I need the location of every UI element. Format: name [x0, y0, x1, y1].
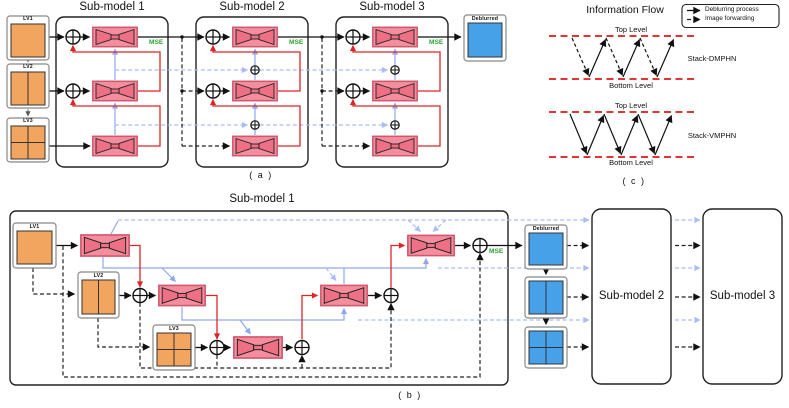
input-patch-lv1-a [6, 15, 50, 61]
panel-a-submodel-1-title: Sub-model 1 [79, 1, 145, 13]
deblurred-label-b: Deblurred [532, 225, 560, 232]
stack-vmphn-label: Stack-VMPHN [687, 130, 737, 140]
output-patch-level2-b [524, 276, 568, 319]
input-patch-lv1-b [12, 222, 57, 269]
submodel-1-box-b [9, 210, 509, 386]
caption-c: ( c ) [622, 176, 646, 186]
lv1-label-a: LV1 [23, 16, 33, 22]
input-patch-lv2-b [77, 271, 120, 319]
dmphn-top-level-label: Top Level [614, 24, 648, 34]
output-patch-level3-b [524, 326, 568, 369]
deblurring-lines-a [49, 33, 462, 150]
panel-b-submodel-2-label: Sub-model 2 [598, 290, 665, 302]
output-patch-deblurred-a [463, 14, 507, 62]
image-forwarding-lines-a [25, 35, 371, 150]
stack-dmphn-label: Stack-DMPHN [687, 53, 737, 63]
stack-vmphn-zigzag [569, 113, 673, 156]
lv2-label-a: LV2 [23, 64, 33, 70]
legend-deblurring-label: Deblurring process [705, 6, 759, 13]
legend-forwarding-label: Image forwarding [705, 15, 755, 22]
mse-label-a3: MSE [429, 38, 444, 46]
lv1-label-b: LV1 [29, 223, 40, 230]
level-lines [549, 35, 694, 158]
dmphn-bottom-level-label: Bottom Level [609, 80, 653, 90]
panel-a-submodel-3-title: Sub-model 3 [359, 1, 425, 13]
residual-lines-a [69, 44, 441, 147]
legend-box [681, 3, 780, 29]
input-patch-lv3-b [152, 324, 196, 371]
deblurring-lines-b [56, 241, 523, 352]
submodel-3-box-b [702, 208, 783, 385]
residual-lines-b [130, 242, 406, 340]
lv3-label-a: LV3 [23, 118, 33, 124]
mse-label-a1: MSE [149, 38, 164, 46]
input-patch-lv2-a [6, 63, 50, 109]
information-flow-title: Information Flow [586, 4, 664, 16]
vmphn-bottom-level-label: Bottom Level [609, 158, 653, 167]
panel-b [9, 208, 783, 386]
mse-label-b: MSE [489, 248, 504, 255]
panel-a [6, 14, 507, 168]
caption-b: ( b ) [398, 390, 422, 400]
submodel-2-box-b [591, 208, 672, 385]
deblurred-label-a: Deblurred [471, 15, 499, 22]
lv2-label-b: LV2 [93, 272, 104, 279]
panel-b-submodel-1-title: Sub-model 1 [229, 193, 295, 205]
lv3-label-b: LV3 [169, 325, 179, 332]
output-patch-deblurred-b [524, 224, 568, 270]
panel-c [549, 3, 780, 158]
panel-a-submodel-2-title: Sub-model 2 [219, 1, 285, 13]
image-forwarding-lines-b [32, 241, 701, 378]
panel-b-submodel-3-label: Sub-model 3 [709, 290, 776, 302]
stack-dmphn-zigzag [571, 37, 675, 78]
input-patch-lv3-a [6, 117, 50, 163]
feature-flow-lines-a [111, 48, 399, 135]
mse-label-a2: MSE [289, 38, 304, 46]
vmphn-top-level-label: Top Level [614, 100, 648, 110]
caption-a: ( a ) [249, 170, 273, 180]
